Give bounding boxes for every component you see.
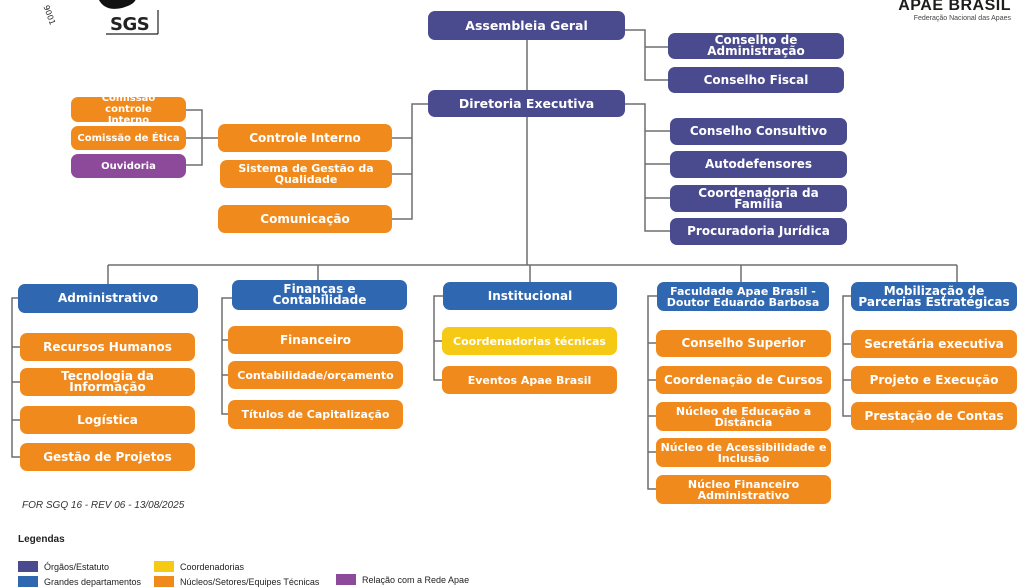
ouvidoria-box: Ouvidoria [71, 154, 186, 178]
legend-swatch-blue [18, 576, 38, 587]
legend-swatch-yellow [154, 561, 174, 572]
tecnologia-informacao-box: Tecnologia da Informação [20, 368, 195, 396]
institucional-box: Institucional [443, 282, 617, 310]
coordenadorias-tecnicas-box: Coordenadorias técnicas [442, 327, 617, 355]
legend-swatch-violet [336, 574, 356, 585]
recursos-humanos-box: Recursos Humanos [20, 333, 195, 361]
legend-label: Núcleos/Setores/Equipes Técnicas [180, 576, 320, 587]
legend-coordenadorias: Coordenadorias [154, 561, 244, 572]
nucleo-financeiro-box: Núcleo Financeiro Administrativo [656, 475, 831, 504]
legend-nucleos: Núcleos/Setores/Equipes Técnicas [154, 576, 319, 587]
secretaria-executiva-box: Secretária executiva [851, 330, 1017, 358]
legend-swatch-purple [18, 561, 38, 572]
legend-relacao: Relação com a Rede Apae [336, 574, 469, 585]
administrativo-box: Administrativo [18, 284, 198, 313]
conselho-administracao-box: Conselho de Administração [668, 33, 844, 59]
coordenadoria-familia-box: Coordenadoria da Família [670, 185, 847, 212]
eventos-apae-box: Eventos Apae Brasil [442, 366, 617, 394]
nucleo-educacao-distancia-box: Núcleo de Educação a Distância [656, 402, 831, 431]
comunicacao-box: Comunicação [218, 205, 392, 233]
mobilizacao-parcerias-box: Mobilização de Parcerias Estratégicas [851, 282, 1017, 311]
procuradoria-juridica-box: Procuradoria Jurídica [670, 218, 847, 245]
comissao-etica-box: Comissão de Ética [71, 126, 186, 150]
legend-swatch-orange [154, 576, 174, 587]
titulos-capitalizacao-box: Títulos de Capitalização [228, 400, 403, 429]
coordenacao-cursos-box: Coordenação de Cursos [656, 366, 831, 394]
gestao-projetos-box: Gestão de Projetos [20, 443, 195, 471]
legend-label: Relação com a Rede Apae [362, 574, 470, 585]
conselho-consultivo-box: Conselho Consultivo [670, 118, 847, 145]
financeiro-box: Financeiro [228, 326, 403, 354]
comissao-controle-interno-box: Comissão controle Interno [71, 93, 186, 126]
legend-label: Órgãos/Estatuto [44, 561, 110, 572]
conselho-superior-box: Conselho Superior [656, 330, 831, 357]
projeto-execucao-box: Projeto e Execução [851, 366, 1017, 394]
certifier-logo-text: SGS [110, 14, 150, 35]
financas-contabilidade-box: Finanças e Contabilidade [232, 280, 407, 310]
revision-code: FOR SGQ 16 - REV 06 - 13/08/2025 [22, 500, 185, 511]
diretoria-executiva-box: Diretoria Executiva [428, 90, 625, 117]
legend-orgaos: Órgãos/Estatuto [18, 561, 109, 572]
contabilidade-orcamento-box: Contabilidade/orçamento [228, 361, 403, 389]
org-logo-subtitle: Federação Nacional das Apaes [913, 15, 1011, 22]
prestacao-contas-box: Prestação de Contas [851, 402, 1017, 430]
nucleo-acessibilidade-box: Núcleo de Acessibilidade e Inclusão [656, 438, 831, 467]
logistica-box: Logística [20, 406, 195, 434]
legend-departamentos: Grandes departamentos [18, 576, 141, 587]
controle-interno-box: Controle Interno [218, 124, 392, 152]
faculdade-apae-box: Faculdade Apae Brasil - Doutor Eduardo B… [657, 282, 829, 311]
assembleia-geral-box: Assembleia Geral [428, 11, 625, 40]
autodefensores-box: Autodefensores [670, 151, 847, 178]
conselho-fiscal-box: Conselho Fiscal [668, 67, 844, 93]
org-logo-name: APAE BRASIL [898, 0, 1011, 14]
legend-title: Legendas [18, 534, 65, 545]
legend-label: Coordenadorias [180, 561, 245, 572]
certification-seal-icon [99, 0, 159, 35]
sistema-gestao-qualidade-box: Sistema de Gestão da Qualidade [220, 160, 392, 188]
legend-label: Grandes departamentos [44, 576, 142, 587]
